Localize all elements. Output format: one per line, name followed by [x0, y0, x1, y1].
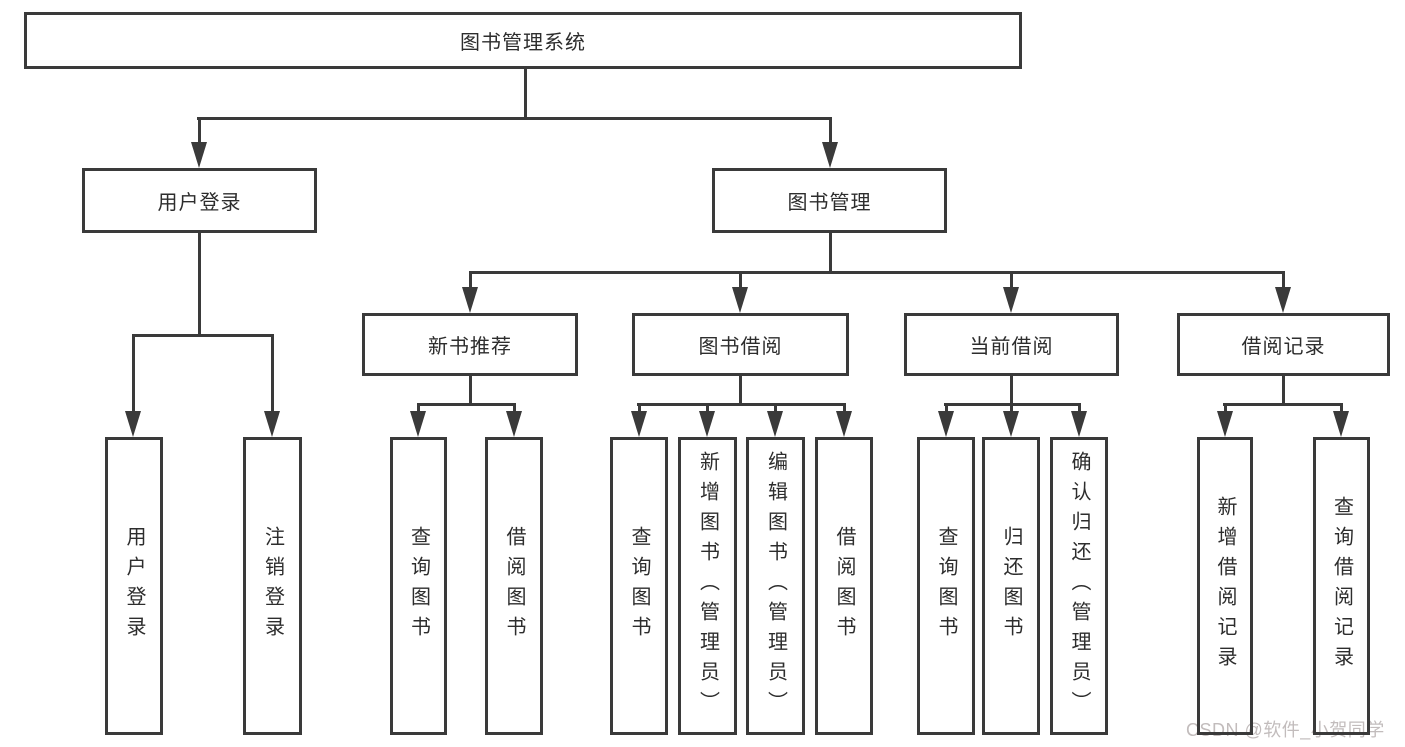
leaf-query-book-current-label: 查询图书 — [935, 526, 957, 646]
arrow-down-icon — [125, 411, 141, 437]
node-root-label: 图书管理系统 — [460, 32, 586, 54]
connector-line — [945, 403, 948, 413]
arrow-down-icon — [1217, 411, 1233, 437]
arrow-down-icon — [462, 287, 478, 313]
leaf-query-book-recommend: 查询图书 — [390, 437, 447, 735]
arrow-down-icon — [1071, 411, 1087, 437]
leaf-edit-book-admin: 编辑图书（管理员） — [746, 437, 805, 735]
connector-line — [417, 403, 515, 406]
leaf-return-book: 归还图书 — [982, 437, 1040, 735]
leaf-add-borrow-record: 新增借阅记录 — [1197, 437, 1253, 735]
leaf-borrow-book-recommend: 借阅图书 — [485, 437, 543, 735]
leaf-query-book-recommend-label: 查询图书 — [407, 526, 430, 646]
leaf-return-book-label: 归还图书 — [1000, 526, 1022, 646]
connector-line — [638, 403, 641, 413]
leaf-add-book-admin: 新增图书（管理员） — [678, 437, 737, 735]
connector-line — [1010, 271, 1013, 290]
leaf-borrow-book: 借阅图书 — [815, 437, 873, 735]
connector-line — [132, 334, 135, 412]
leaf-logout: 注销登录 — [243, 437, 302, 735]
connector-line — [829, 233, 832, 274]
connector-line — [739, 376, 742, 405]
arrow-down-icon — [767, 411, 783, 437]
connector-line — [1010, 403, 1013, 413]
connector-line — [843, 403, 846, 413]
connector-line — [417, 403, 420, 413]
connector-line — [198, 117, 201, 145]
node-borrow-records-label: 借阅记录 — [1241, 336, 1326, 358]
node-current-borrow-label: 当前借阅 — [969, 336, 1054, 358]
connector-line — [197, 117, 832, 120]
node-book-borrow-label: 图书借阅 — [698, 336, 783, 358]
connector-line — [469, 376, 472, 405]
leaf-user-login: 用户登录 — [105, 437, 163, 735]
leaf-borrow-book-recommend-label: 借阅图书 — [503, 526, 525, 646]
connector-line — [1224, 403, 1227, 413]
node-new-book-recommend: 新书推荐 — [362, 313, 578, 376]
arrow-down-icon — [631, 411, 647, 437]
watermark: CSDN @软件_小贺同学 — [1186, 720, 1385, 740]
leaf-logout-label: 注销登录 — [261, 526, 284, 646]
connector-line — [1010, 376, 1013, 405]
arrow-down-icon — [732, 287, 748, 313]
node-book-management-label: 图书管理 — [787, 192, 872, 214]
leaf-query-book-borrow-label: 查询图书 — [628, 526, 650, 646]
arrow-down-icon — [938, 411, 954, 437]
node-user-login-label: 用户登录 — [157, 192, 242, 214]
leaf-query-book-borrow: 查询图书 — [610, 437, 668, 735]
node-new-book-recommend-label: 新书推荐 — [428, 336, 512, 358]
node-borrow-records: 借阅记录 — [1177, 313, 1390, 376]
arrow-down-icon — [822, 142, 838, 168]
connector-line — [513, 403, 516, 413]
node-book-management: 图书管理 — [712, 168, 947, 233]
connector-line — [1223, 403, 1343, 406]
connector-line — [706, 403, 709, 413]
connector-line — [829, 117, 832, 145]
leaf-query-borrow-record-label: 查询借阅记录 — [1330, 496, 1353, 676]
leaf-edit-book-admin-label: 编辑图书（管理员） — [764, 451, 787, 721]
connector-line — [198, 233, 201, 336]
arrow-down-icon — [1333, 411, 1349, 437]
leaf-query-borrow-record: 查询借阅记录 — [1313, 437, 1370, 735]
leaf-add-book-admin-label: 新增图书（管理员） — [696, 451, 719, 721]
connector-line — [637, 403, 846, 406]
connector-line — [1340, 403, 1343, 413]
node-current-borrow: 当前借阅 — [904, 313, 1119, 376]
connector-line — [524, 69, 527, 119]
connector-line — [1078, 403, 1081, 413]
leaf-confirm-return-admin: 确认归还（管理员） — [1050, 437, 1108, 735]
node-book-borrow: 图书借阅 — [632, 313, 849, 376]
connector-line — [1282, 376, 1285, 405]
connector-line — [739, 271, 742, 290]
arrow-down-icon — [1275, 287, 1291, 313]
arrow-down-icon — [699, 411, 715, 437]
leaf-user-login-label: 用户登录 — [123, 526, 145, 646]
node-user-login: 用户登录 — [82, 168, 317, 233]
arrow-down-icon — [191, 142, 207, 168]
leaf-borrow-book-label: 借阅图书 — [833, 526, 855, 646]
arrow-down-icon — [1003, 411, 1019, 437]
arrow-down-icon — [836, 411, 852, 437]
leaf-query-book-current: 查询图书 — [917, 437, 975, 735]
leaf-confirm-return-admin-label: 确认归还（管理员） — [1068, 451, 1090, 721]
leaf-add-borrow-record-label: 新增借阅记录 — [1214, 496, 1236, 676]
arrow-down-icon — [410, 411, 426, 437]
connector-line — [132, 334, 274, 337]
connector-line — [271, 334, 274, 412]
arrow-down-icon — [1003, 287, 1019, 313]
connector-line — [774, 403, 777, 413]
node-root: 图书管理系统 — [24, 12, 1022, 69]
connector-line — [469, 271, 472, 290]
connector-line — [469, 271, 1285, 274]
arrow-down-icon — [264, 411, 280, 437]
arrow-down-icon — [506, 411, 522, 437]
connector-line — [1282, 271, 1285, 290]
